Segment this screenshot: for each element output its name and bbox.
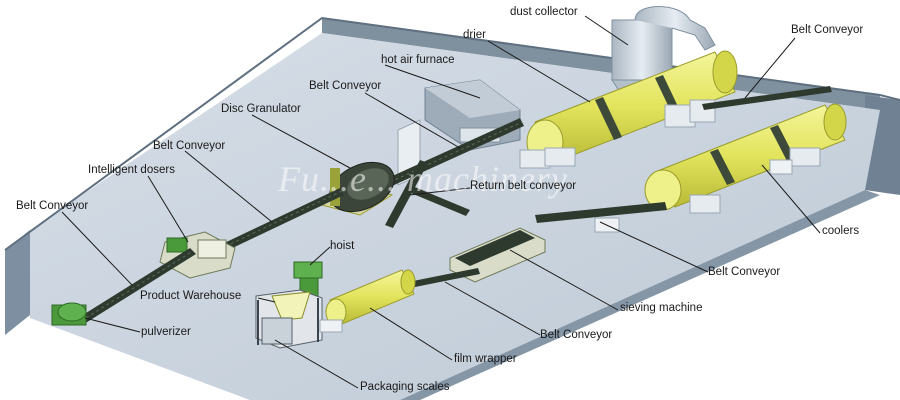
label-belt-conveyor-right-lower: Belt Conveyor (708, 266, 781, 278)
label-drier: drier (463, 29, 487, 41)
leader-coolers (761, 164, 821, 234)
back-wall (322, 18, 880, 110)
furnace-top (425, 80, 520, 118)
cooler-support-2 (789, 147, 821, 167)
sieving-machine-screen (455, 230, 535, 266)
drier-drum-end-back (712, 50, 738, 94)
label-dust-collector: dust collector (510, 6, 578, 18)
product-warehouse-hopper (271, 291, 311, 321)
label-belt-conveyor-far-left: Belt Conveyor (16, 200, 89, 212)
belt-conveyor-bottom (408, 268, 480, 288)
leader-film-wrapper (369, 307, 453, 361)
left-wall (5, 230, 30, 335)
hoist-head (293, 261, 323, 279)
leader-hoist (309, 246, 331, 266)
leader-disc-granulator (251, 114, 351, 169)
leader-belt-top-right (744, 37, 796, 99)
disc-granulator-frame (330, 168, 340, 206)
label-disc-granulator: Disc Granulator (221, 103, 301, 115)
cooler-ring-1 (710, 149, 735, 185)
leader-belt-left (184, 150, 273, 223)
label-packaging-scales: Packaging scales (360, 381, 450, 393)
leader-belt-center (364, 92, 461, 149)
leader-belt-bottom (444, 281, 541, 336)
label-sieving-machine: sieving machine (620, 302, 703, 314)
cooler-support-1 (689, 194, 721, 214)
label-pulverizer: pulverizer (141, 326, 191, 338)
label-intelligent-dosers: Intelligent dosers (88, 164, 175, 176)
intelligent-dosers-bin (197, 239, 227, 259)
label-film-wrapper: film wrapper (454, 353, 517, 365)
intelligent-dosers-motor (166, 237, 188, 253)
front-wall (400, 190, 880, 400)
watermark: Fu...e... machinery (278, 159, 568, 199)
disc-granulator-rim (347, 168, 389, 200)
label-coolers: coolers (822, 225, 860, 237)
floor-block-2 (319, 319, 343, 333)
label-belt-conveyor-top-right: Belt Conveyor (791, 24, 864, 36)
leader-belt-right-lower (599, 221, 709, 273)
leader-hot-air-furnace (384, 64, 481, 99)
dust-collector-pipe (634, 6, 716, 51)
packaging-scales-box (261, 317, 293, 345)
label-belt-conveyor-left: Belt Conveyor (153, 140, 226, 152)
leader-dust-collector (584, 15, 629, 46)
floor-block-3 (769, 159, 793, 175)
film-wrapper-end-back (400, 269, 416, 295)
belt-conveyor-left-rail (219, 190, 343, 250)
cooler-ring-2 (770, 125, 795, 161)
label-hoist: hoist (330, 240, 355, 252)
leader-product-warehouse (257, 297, 276, 303)
label-return-belt-conveyor: Return belt conveyor (470, 180, 577, 192)
leader-packaging-scales (274, 339, 359, 389)
leader-belt-far-left (61, 211, 133, 286)
leader-intelligent-dosers (147, 175, 189, 243)
label-belt-conveyor-bottom: Belt Conveyor (540, 329, 613, 341)
leader-drier (487, 40, 591, 103)
leader-pulverizer (84, 317, 141, 333)
belt-conveyor-center-rail (389, 121, 523, 183)
leader-lines (61, 15, 821, 389)
wall-rim (4, 16, 900, 251)
label-hot-air-furnace: hot air furnace (381, 54, 455, 66)
label-product-warehouse: Product Warehouse (140, 290, 242, 302)
belt-conveyor-right-lower (535, 202, 667, 223)
return-belt-conveyor-2 (385, 160, 428, 228)
pulverizer-drum (57, 302, 87, 322)
belt-conveyor-top-right (702, 86, 832, 110)
drier-support-2 (544, 147, 576, 167)
cooler-drum-end-back (823, 103, 847, 141)
dust-collector-cyclone (611, 19, 673, 81)
leader-return-belt (409, 187, 471, 196)
belt-conveyor-far-left-rail (80, 250, 194, 322)
leader-sieving-machine (509, 249, 619, 311)
return-belt-conveyor (406, 185, 470, 216)
label-belt-conveyor-center: Belt Conveyor (309, 80, 382, 92)
drier-ring-1 (595, 97, 622, 140)
